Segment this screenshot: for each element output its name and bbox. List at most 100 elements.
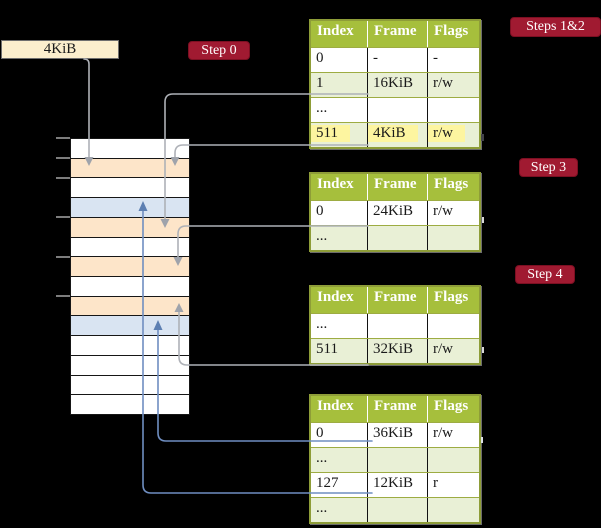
column-header-index: Index (311, 396, 368, 422)
badge-step-0: Step 0 (188, 41, 250, 60)
table-cell: r/w (433, 75, 453, 91)
table-cell: r/w (433, 341, 453, 357)
memory-frame-row-orange (71, 217, 189, 238)
memory-tick (56, 157, 70, 159)
table-cell: r (433, 475, 438, 491)
column-header-flags: Flags (434, 23, 469, 39)
column-header-frame: Frame (368, 174, 428, 200)
column-header-frame: Frame (368, 396, 428, 422)
table-cell (368, 314, 428, 338)
table-cell: 0 (311, 48, 368, 72)
column-header-index: Index (311, 21, 368, 47)
table-cell: r/w (433, 203, 453, 219)
table-cell: ... (311, 498, 368, 522)
memory-tick (56, 177, 70, 179)
table-cell (428, 314, 479, 338)
badge-step-4: Step 4 (515, 265, 575, 284)
table-cell: r/w (433, 425, 453, 441)
table-row: ... (311, 447, 479, 472)
badge-step-3: Step 3 (519, 158, 578, 177)
table-row: ... (311, 313, 479, 338)
column-header-flags: Flags (434, 398, 469, 414)
table-cell (428, 498, 479, 522)
table-row: 511 4KiB r/w (311, 122, 479, 147)
edge-artifact (481, 134, 484, 141)
table-cell (368, 226, 428, 250)
edge-artifact (481, 437, 483, 443)
memory-tick (56, 216, 70, 218)
table-cell: r/w (428, 123, 479, 147)
highlighted-value: 511 (311, 125, 350, 142)
table-cell: 127 (311, 473, 368, 497)
column-header-flags: Flags (434, 176, 469, 192)
table-cell: ... (311, 98, 368, 122)
column-header-index: Index (311, 174, 368, 200)
table-cell: 1 (311, 73, 368, 97)
table-cell: - (368, 48, 428, 72)
table-cell: 24KiB (368, 201, 428, 225)
frame-4kib-box: 4KiB (1, 40, 119, 59)
table-cell: 32KiB (368, 339, 428, 363)
physical-memory-column (70, 138, 190, 415)
memory-frame-row-orange (71, 257, 189, 278)
table-cell: 12KiB (368, 473, 428, 497)
column-header-frame: Frame (368, 21, 428, 47)
memory-tick (56, 295, 70, 297)
table-row: 0-- (311, 47, 479, 72)
memory-frame-row-white (71, 139, 189, 159)
table-cell: 4KiB (368, 123, 428, 147)
badge-steps-1-2: Steps 1&2 (510, 17, 601, 37)
frame-4kib-label: 4KiB (43, 41, 77, 57)
edge-artifact (482, 217, 484, 223)
edge-artifact (482, 347, 484, 353)
column-header-frame: Frame (368, 287, 428, 313)
memory-frame-row-blue (71, 198, 189, 218)
table-cell (428, 226, 479, 250)
table-cell: 36KiB (368, 423, 428, 447)
memory-frame-row-white (71, 336, 189, 356)
table-cell: 16KiB (368, 73, 428, 97)
memory-frame-row-white (71, 395, 189, 415)
table-cell (428, 98, 479, 122)
memory-frame-row-orange (71, 296, 189, 317)
table-row: ... (311, 97, 479, 122)
table-cell: ... (311, 314, 368, 338)
table-cell (428, 448, 479, 472)
memory-frame-row-white (71, 355, 189, 376)
table-cell: 0 (311, 423, 368, 447)
memory-frame-row-orange (71, 158, 189, 179)
table-cell (368, 498, 428, 522)
table-cell: ... (311, 448, 368, 472)
memory-frame-row-white (71, 277, 189, 297)
memory-tick (56, 137, 70, 139)
table-cell: 511 (311, 339, 368, 363)
table-cell: ... (311, 226, 368, 250)
table-row: ... (311, 497, 479, 522)
highlighted-value: r/w (428, 125, 465, 142)
column-header-index: Index (311, 287, 368, 313)
table-cell: 511 (311, 123, 368, 147)
memory-tick (56, 256, 70, 258)
table-cell (368, 448, 428, 472)
memory-frame-row-white (71, 375, 189, 396)
table-cell (368, 98, 428, 122)
table-row: ... (311, 225, 479, 250)
memory-frame-row-white (71, 178, 189, 199)
memory-frame-row-blue (71, 316, 189, 337)
highlighted-value: 4KiB (368, 125, 418, 142)
memory-frame-row-white (71, 237, 189, 258)
